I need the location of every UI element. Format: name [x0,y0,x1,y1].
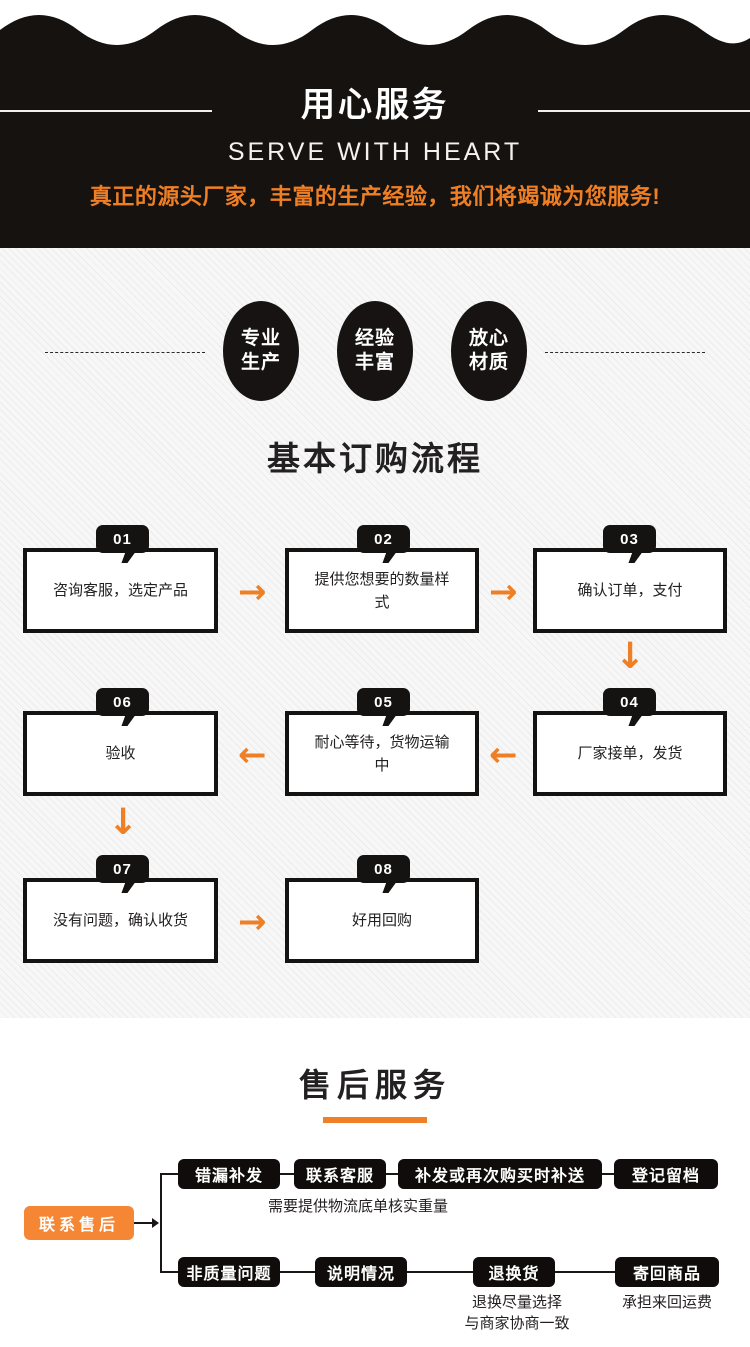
after-sales-underline [323,1117,427,1123]
badge-line-1: 专业 [240,328,281,349]
divider-line-left [45,352,205,353]
tree-node-non-quality-issue: 非质量问题 [178,1257,280,1287]
badge-line-2: 生产 [240,352,281,373]
page-slogan: 真正的源头厂家，丰富的生产经验，我们将竭诚为您服务! [89,184,661,209]
tree-node-explain-situation: 说明情况 [315,1257,407,1287]
flow-step-06-text: 验收 [105,745,136,762]
arrow-down-3-4: ↓ [615,636,646,677]
arrow-down-6-7: ↓ [108,802,139,843]
page-subtitle: SERVE WITH HEART [227,138,523,166]
step-number-05: 05 [357,688,410,716]
badge-line-2: 材质 [468,352,509,373]
tree-connector-t2-t3 [386,1173,398,1175]
badge-professional: 专业 生产 [223,301,299,401]
flow-step-03-text: 确认订单，支付 [577,582,683,599]
flow-section-title: 基本订购流程 [267,440,483,477]
arrow-left-4-5: ← [489,735,518,775]
flow-step-06: 验收 [23,711,218,796]
flow-step-07-text: 没有问题，确认收货 [52,912,188,929]
tree-connector-t3-t4 [602,1173,614,1175]
header-rule-left [0,110,212,112]
tree-arrow-root-icon [152,1218,159,1228]
step-number-01: 01 [96,525,149,553]
step-number-07: 07 [96,855,149,883]
step-number-04: 04 [603,688,656,716]
after-sales-title: 售后服务 [298,1067,451,1103]
header-banner: 用心服务 SERVE WITH HEART 真正的源头厂家，丰富的生产经验，我们… [0,0,750,248]
step-number-03: 03 [603,525,656,553]
step-number-02: 02 [357,525,410,553]
tree-connector-top-branch [160,1173,178,1175]
badge-line-1: 经验 [354,328,395,349]
tree-connector-t1-t2 [280,1173,294,1175]
tree-note-return-line2: 与商家协商一致 [464,1315,570,1332]
page-title: 用心服务 [301,86,449,124]
arrow-right-2-3: → [489,572,518,612]
tree-connector-b1-b2 [280,1271,315,1273]
flow-step-07: 没有问题，确认收货 [23,878,218,963]
badge-line-2: 丰富 [354,352,395,373]
flow-step-01: 咨询客服，选定产品 [23,548,218,633]
tree-connector-b3-b4 [555,1271,615,1273]
tree-node-resend-or-next-purchase: 补发或再次购买时补送 [398,1159,602,1189]
tree-connector-root [134,1222,152,1224]
flow-step-01-text: 咨询客服，选定产品 [52,582,188,599]
arrow-left-5-6: ← [238,735,267,775]
wave-edge-icon [0,0,750,45]
arrow-right-7-8: → [238,902,267,942]
tree-note-return-line1: 退换尽量选择 [471,1294,562,1311]
flow-step-04-text: 厂家接单，发货 [577,745,683,762]
tree-note-logistics: 需要提供物流底单核实重量 [267,1198,448,1215]
tree-connector-b2-b3 [407,1271,473,1273]
feature-badges: 专业 生产 经验 丰富 放心 材质 [0,301,750,401]
tree-bracket-vertical [160,1173,162,1273]
tree-node-return-exchange: 退换货 [473,1257,555,1287]
badge-material: 放心 材质 [451,301,527,401]
tree-node-contact-support: 联系客服 [294,1159,386,1189]
badge-experience: 经验 丰富 [337,301,413,401]
tree-connector-bottom-branch [160,1271,178,1273]
divider-line-right [545,352,705,353]
flow-step-08-text: 好用回购 [351,912,412,929]
tree-node-missing-resend: 错漏补发 [178,1159,280,1189]
tree-node-send-back-goods: 寄回商品 [615,1257,719,1287]
flow-step-05: 耐心等待，货物运输中 [285,711,479,796]
step-number-08: 08 [357,855,410,883]
tree-node-register-record: 登记留档 [614,1159,718,1189]
step-number-06: 06 [96,688,149,716]
header-rule-right [538,110,750,112]
flow-step-04: 厂家接单，发货 [533,711,727,796]
after-sales-tree: 联系售后 错漏补发 联系客服 补发或再次购买时补送 登记留档 需要提供物流底单核… [0,1150,750,1347]
tree-root-contact: 联系售后 [24,1206,134,1240]
badge-line-1: 放心 [468,328,509,349]
flow-step-05-text: 耐心等待，货物运输中 [314,733,450,774]
flow-step-02-text: 提供您想要的数量样式 [314,570,450,611]
tree-note-shipping-cost: 承担来回运费 [621,1294,712,1311]
arrow-right-1-2: → [238,572,267,612]
